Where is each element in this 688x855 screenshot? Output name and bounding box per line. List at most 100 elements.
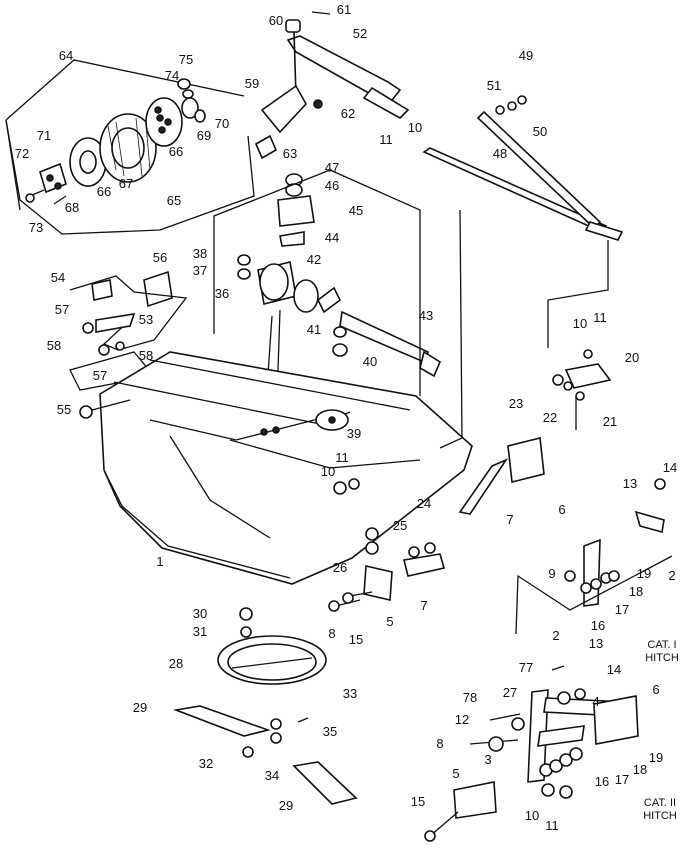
- callout-58: 58: [47, 338, 61, 353]
- callout-17: 17: [615, 602, 629, 617]
- callout-18: 18: [633, 762, 647, 777]
- callout-37: 37: [193, 263, 207, 278]
- callout-29: 29: [279, 798, 293, 813]
- callout-57: 57: [55, 302, 69, 317]
- callout-5: 5: [452, 766, 459, 781]
- callout-46: 46: [325, 178, 339, 193]
- callout-36: 36: [215, 286, 229, 301]
- cat-two-caption-line2: HITCH: [643, 810, 677, 822]
- callout-59: 59: [245, 76, 259, 91]
- callout-11: 11: [379, 132, 393, 147]
- callout-63: 63: [283, 146, 297, 161]
- callout-41: 41: [307, 322, 321, 337]
- callout-34: 34: [265, 768, 279, 783]
- callout-10: 10: [408, 120, 422, 135]
- callout-4: 4: [592, 694, 599, 709]
- parts-artwork: [5, 11, 673, 842]
- callout-64: 64: [59, 48, 73, 63]
- callout-65: 65: [167, 193, 181, 208]
- callout-38: 38: [193, 246, 207, 261]
- callout-15: 15: [411, 794, 425, 809]
- callout-13: 13: [589, 636, 603, 651]
- callout-70: 70: [215, 116, 229, 131]
- callout-33: 33: [343, 686, 357, 701]
- callout-15: 15: [349, 632, 363, 647]
- callout-71: 71: [37, 128, 51, 143]
- callout-7: 7: [420, 598, 427, 613]
- callout-14: 14: [607, 662, 621, 677]
- callout-43: 43: [419, 308, 433, 323]
- callout-77: 77: [519, 660, 533, 675]
- callout-2: 2: [668, 568, 675, 583]
- callout-28: 28: [169, 656, 183, 671]
- callout-6: 6: [558, 502, 565, 517]
- callout-19: 19: [637, 566, 651, 581]
- callout-3: 3: [484, 752, 491, 767]
- callout-56: 56: [153, 250, 167, 265]
- callout-58: 58: [139, 348, 153, 363]
- callout-72: 72: [15, 146, 29, 161]
- callout-22: 22: [543, 410, 557, 425]
- callout-47: 47: [325, 160, 339, 175]
- callout-11: 11: [335, 450, 349, 465]
- callout-12: 12: [455, 712, 469, 727]
- callout-66: 66: [97, 184, 111, 199]
- callout-52: 52: [353, 26, 367, 41]
- callout-25: 25: [393, 518, 407, 533]
- callout-19: 19: [649, 750, 663, 765]
- callout-20: 20: [625, 350, 639, 365]
- callout-51: 51: [487, 78, 501, 93]
- callout-30: 30: [193, 606, 207, 621]
- callout-50: 50: [533, 124, 547, 139]
- callout-60: 60: [269, 13, 283, 28]
- cat-two-caption-line1: CAT. II: [644, 797, 676, 809]
- callout-7: 7: [506, 512, 513, 527]
- callout-61: 61: [337, 2, 351, 17]
- callout-23: 23: [509, 396, 523, 411]
- callout-8: 8: [328, 626, 335, 641]
- callout-68: 68: [65, 200, 79, 215]
- callout-74: 74: [165, 68, 179, 83]
- callout-67: 67: [119, 176, 133, 191]
- callout-40: 40: [363, 354, 377, 369]
- callout-24: 24: [417, 496, 431, 511]
- callout-29: 29: [133, 700, 147, 715]
- callout-39: 39: [347, 426, 361, 441]
- callout-10: 10: [525, 808, 539, 823]
- callout-53: 53: [139, 312, 153, 327]
- callout-55: 55: [57, 402, 71, 417]
- callout-45: 45: [349, 203, 363, 218]
- callout-10: 10: [573, 316, 587, 331]
- callout-54: 54: [51, 270, 65, 285]
- callout-18: 18: [629, 584, 643, 599]
- callout-62: 62: [341, 106, 355, 121]
- cat-one-caption-line2: HITCH: [645, 652, 679, 664]
- callout-8: 8: [436, 736, 443, 751]
- callout-57: 57: [93, 368, 107, 383]
- callout-11: 11: [593, 310, 607, 325]
- callout-5: 5: [386, 614, 393, 629]
- callout-66: 66: [169, 144, 183, 159]
- callout-1: 1: [156, 554, 163, 569]
- callout-69: 69: [197, 128, 211, 143]
- callout-27: 27: [503, 685, 517, 700]
- callout-10: 10: [321, 464, 335, 479]
- callout-32: 32: [199, 756, 213, 771]
- callout-16: 16: [595, 774, 609, 789]
- callout-44: 44: [325, 230, 339, 245]
- callout-75: 75: [179, 52, 193, 67]
- callout-78: 78: [463, 690, 477, 705]
- callout-35: 35: [323, 724, 337, 739]
- callout-31: 31: [193, 624, 207, 639]
- callout-48: 48: [493, 146, 507, 161]
- callout-73: 73: [29, 220, 43, 235]
- callout-16: 16: [591, 618, 605, 633]
- callout-49: 49: [519, 48, 533, 63]
- cat-one-caption-line1: CAT. I: [647, 639, 676, 651]
- callout-17: 17: [615, 772, 629, 787]
- callout-13: 13: [623, 476, 637, 491]
- hitch-captions: CAT. I HITCH CAT. II HITCH: [643, 639, 679, 822]
